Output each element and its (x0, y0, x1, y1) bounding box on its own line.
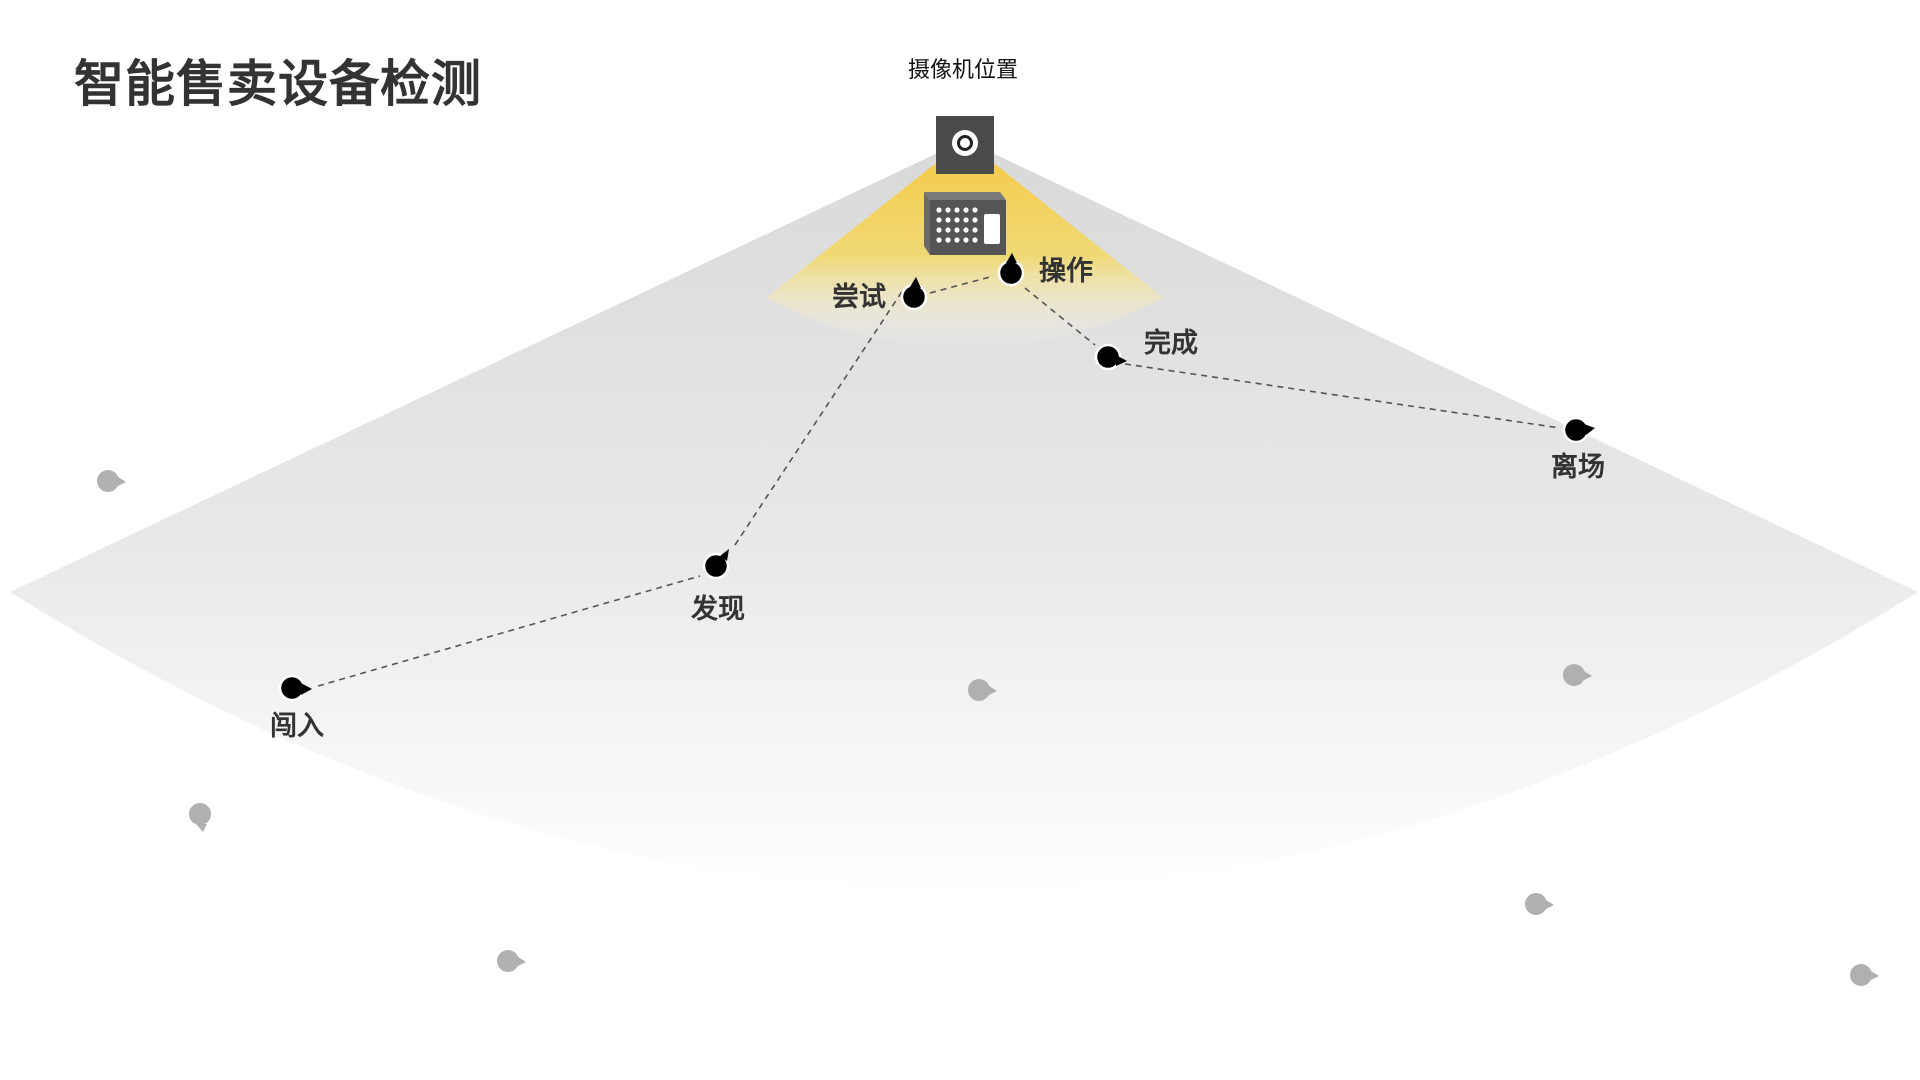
vending-machine-icon (924, 192, 1006, 255)
bystander-person-icon (97, 470, 126, 492)
stage-marker-discover (702, 549, 730, 580)
bystanders (97, 470, 1879, 986)
path-segment (1124, 363, 1561, 429)
stage-marker-try (900, 277, 928, 311)
bystander-person-icon (189, 803, 211, 832)
bystander-person-icon (1525, 893, 1554, 915)
path-segment (1024, 287, 1096, 346)
camera-icon (936, 116, 994, 174)
stage-label-leave: 离场 (1551, 451, 1605, 483)
stage-label-discover: 发现 (690, 593, 745, 625)
stage-marker-enter (278, 674, 312, 702)
bystander-person-icon (1563, 664, 1592, 686)
path-segment (317, 575, 701, 687)
stage-label-try: 尝试 (832, 282, 886, 313)
page-title: 智能售卖设备检测 (74, 54, 482, 113)
stage-label-operate: 操作 (1039, 256, 1093, 287)
bystander-person-icon (968, 679, 997, 701)
bystander-person-icon (1850, 964, 1879, 986)
stage-label-enter: 闯入 (270, 711, 324, 742)
stage-label-complete: 完成 (1144, 327, 1198, 359)
stage-marker-leave (1562, 416, 1595, 444)
path-segment (734, 289, 904, 546)
bystander-person-icon (497, 950, 526, 972)
stage-marker-operate (997, 253, 1025, 287)
tracked-path (317, 276, 1561, 687)
camera-field-of-view (10, 140, 1918, 891)
camera-label: 摄像机位置 (907, 58, 1018, 83)
stage-marker-complete (1094, 343, 1127, 371)
